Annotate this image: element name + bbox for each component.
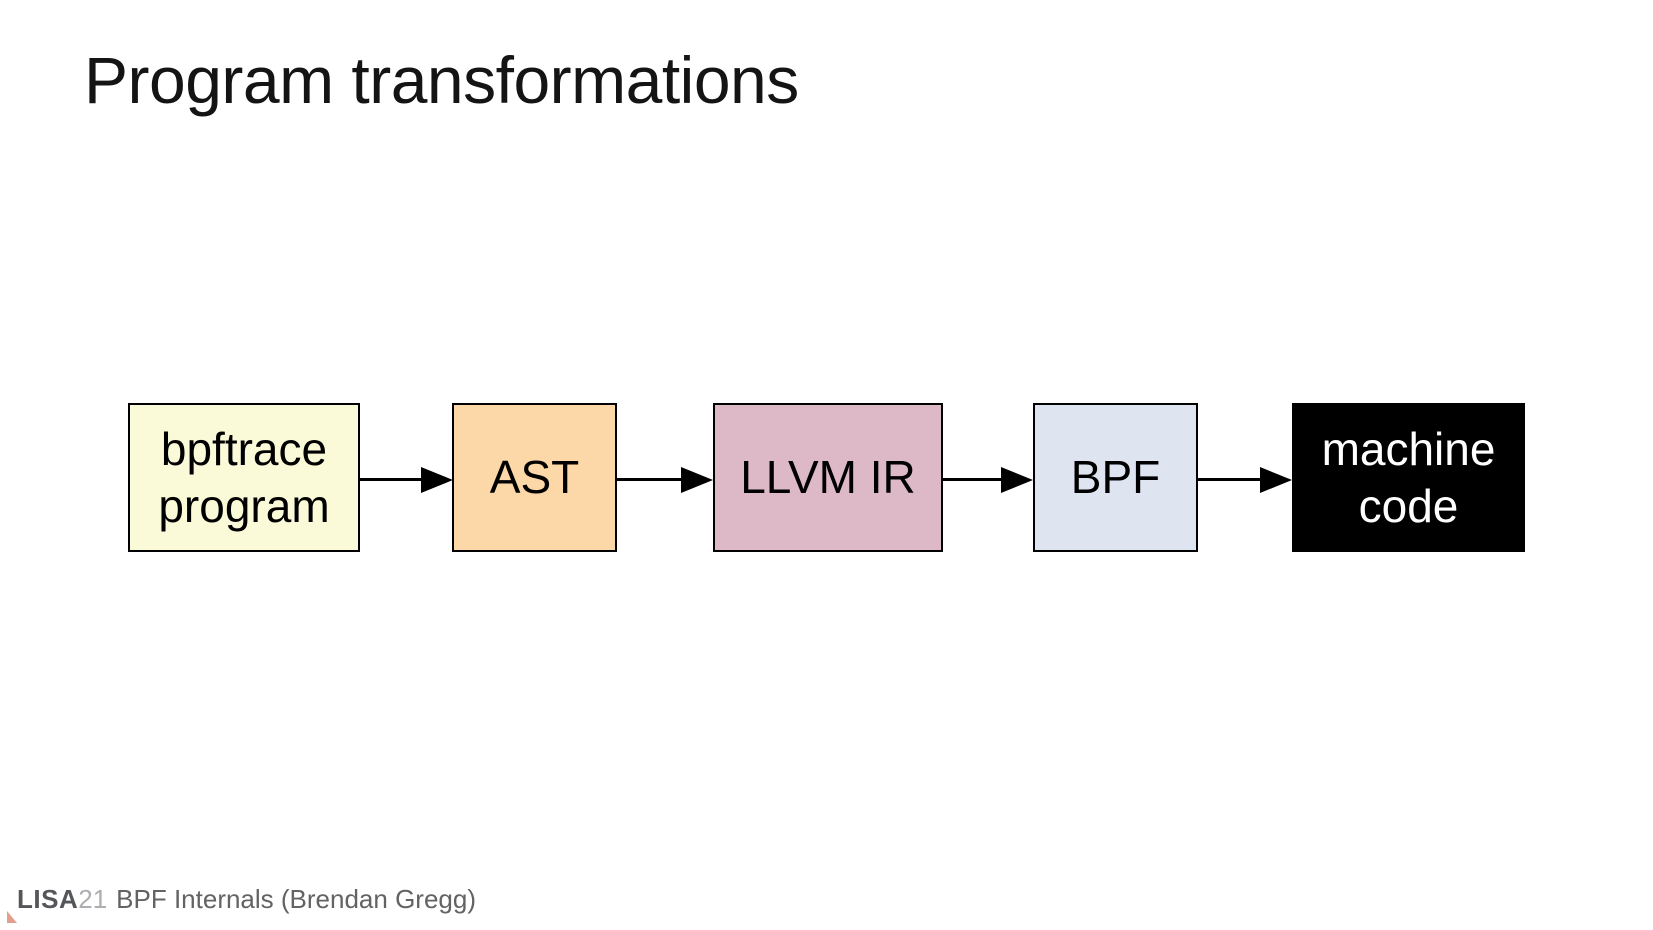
flow-arrow-right-icon <box>360 466 453 493</box>
flow-arrow-right-icon <box>617 466 713 493</box>
node-bpf: BPF <box>1033 403 1198 552</box>
node-label-line: program <box>158 479 330 532</box>
footer-brand: LISA <box>17 884 79 914</box>
arrow-head <box>681 466 713 493</box>
node-llvm-ir: LLVM IR <box>713 403 943 552</box>
footer-credit: BPF Internals (Brendan Gregg) <box>116 884 476 914</box>
node-label-line: LLVM IR <box>740 451 916 503</box>
node-ast: AST <box>452 403 617 552</box>
arrow-line <box>360 478 421 481</box>
node-label-line: BPF <box>1070 451 1161 503</box>
arrow-head <box>421 466 453 493</box>
node-label-line: code <box>1358 479 1459 532</box>
slide-title: Program transformations <box>84 43 799 117</box>
flow-arrow-right-icon <box>943 466 1033 493</box>
arrow-line <box>1198 478 1260 481</box>
footer-fold-icon <box>7 911 17 923</box>
arrow-line <box>617 478 681 481</box>
footer-year: 21 <box>78 884 108 914</box>
footer: LISA 21 BPF Internals (Brendan Gregg) <box>17 885 476 914</box>
flow-arrow-right-icon <box>1198 466 1292 493</box>
node-bpftrace-program: bpftrace program <box>128 403 360 552</box>
arrow-head <box>1001 466 1033 493</box>
node-label-line: AST <box>489 451 580 503</box>
node-label-line: machine <box>1321 422 1496 475</box>
node-machine-code: machine code <box>1292 403 1525 552</box>
arrow-head <box>1260 466 1292 493</box>
node-label-line: bpftrace <box>160 422 328 475</box>
arrow-line <box>943 478 1001 481</box>
